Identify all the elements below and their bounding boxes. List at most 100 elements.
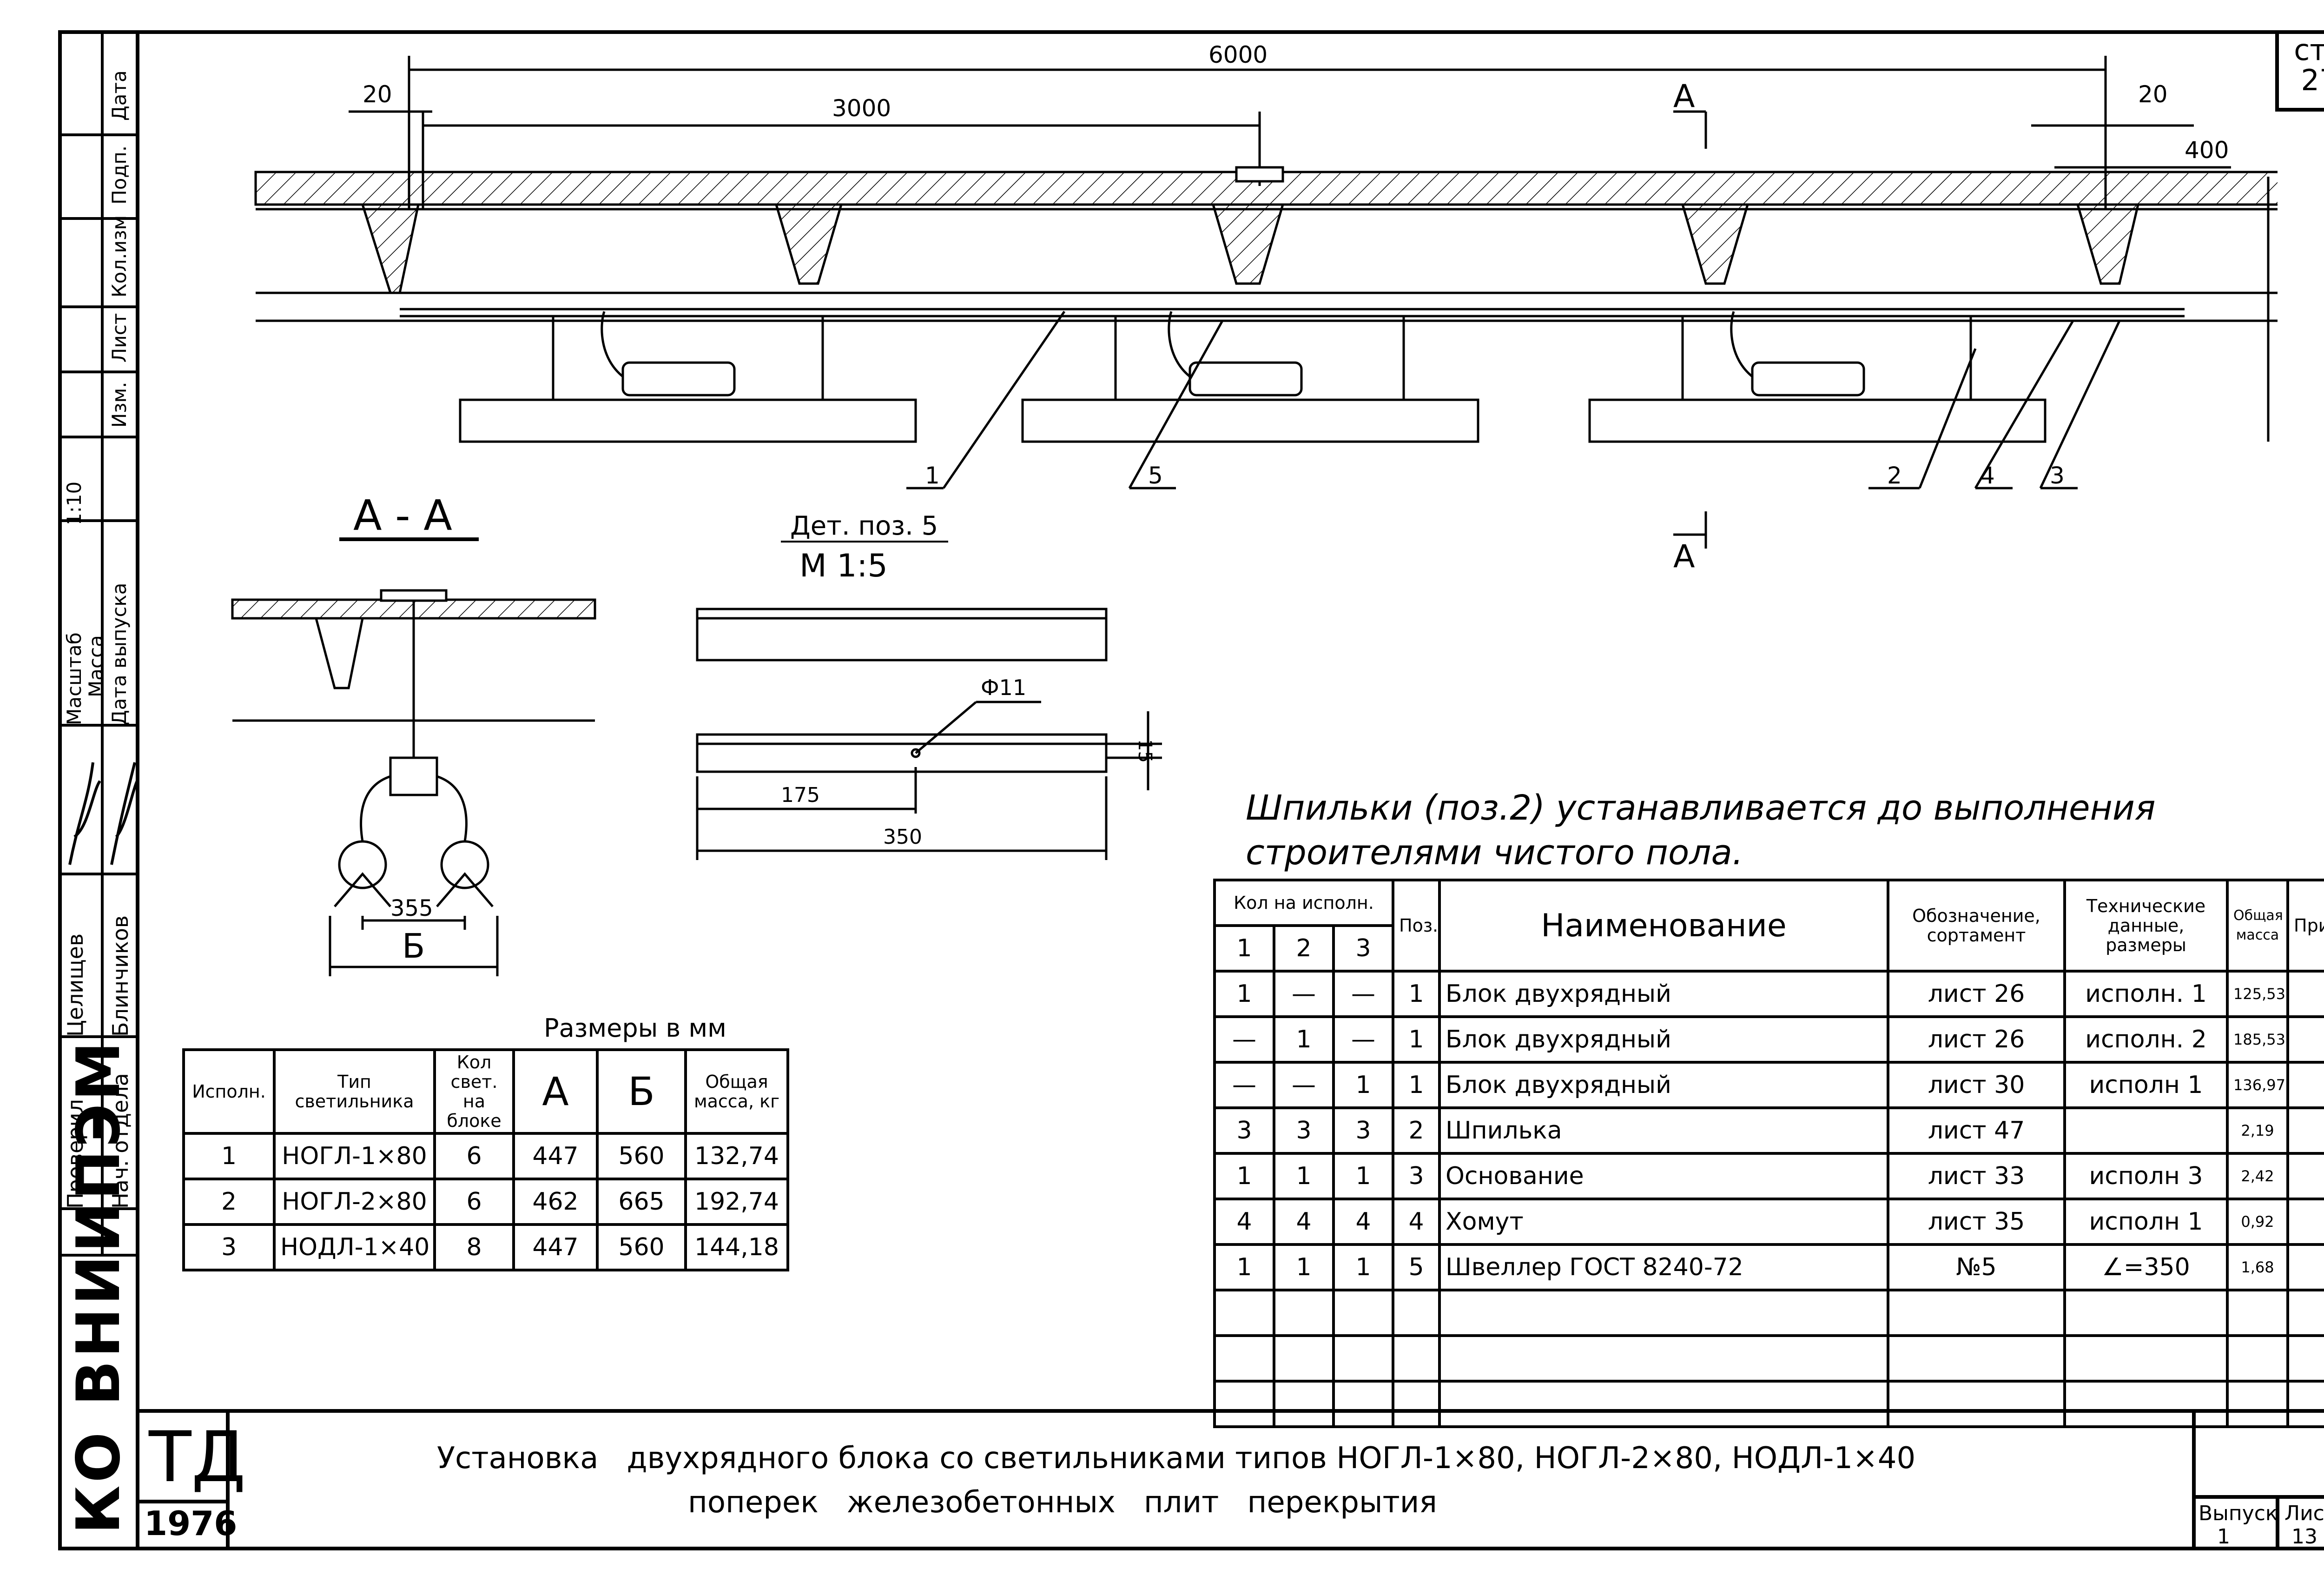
cell: исполн. 1: [2063, 970, 2229, 1018]
cell: [2286, 1106, 2324, 1155]
spec-h-pos: Поз.: [1392, 879, 1441, 973]
spec-h-note: Примечание: [2286, 879, 2324, 973]
sizes-h-B: Б: [596, 1048, 687, 1135]
cell: 560: [596, 1132, 687, 1180]
cell: лист 26: [1887, 970, 2066, 1018]
cell: 1: [1392, 1015, 1441, 1064]
dim-20-left-label: 20: [363, 81, 392, 108]
cell: исполн 1: [2063, 1061, 2229, 1109]
cell: лист 47: [1887, 1106, 2066, 1155]
cell: Шпилька: [1438, 1106, 1889, 1155]
cell: 2,42: [2226, 1152, 2289, 1200]
cell: 1: [1213, 1152, 1275, 1200]
cell: —: [1273, 970, 1335, 1018]
table-row: 1 1 1 5 Швеллер ГОСТ 8240-72 №5 ∠=350 1,…: [1213, 1243, 2324, 1291]
pos-label-3: 3: [2050, 462, 2065, 489]
cell: Блок двухрядный: [1438, 1061, 1889, 1109]
pos-label-4: 4: [1980, 462, 1995, 489]
cell: 1,68: [2226, 1243, 2289, 1291]
pos-label-1: 1: [925, 462, 940, 489]
cell: исполн 1: [2063, 1198, 2229, 1246]
detail-pos-5: Дет. поз. 5 М 1:5 Ф11 15 175 350: [696, 511, 1162, 860]
cell: 3: [182, 1223, 276, 1271]
dim-3000-label: 3000: [832, 95, 891, 122]
section-mark-top: А: [1673, 78, 1695, 115]
cell: НОГЛ-1×80: [273, 1132, 436, 1180]
cell: [2286, 1243, 2324, 1291]
cell: —: [1213, 1061, 1275, 1109]
sizes-h-type: Тип светильника: [273, 1048, 436, 1135]
cell: [2286, 1061, 2324, 1109]
cell: исполн. 2: [2063, 1015, 2229, 1064]
dim-15-label: 15: [1134, 739, 1155, 763]
sizes-h-A: А: [512, 1048, 599, 1135]
cell: НОДЛ-1×40: [273, 1223, 436, 1271]
page-number-box: стр 27: [2275, 30, 2324, 112]
note-line-1: Шпильки (поз.2) устанавливается до выпол…: [1246, 788, 2156, 828]
table-row: 3 НОДЛ-1×40 8 447 560 144,18: [182, 1223, 789, 1271]
cell: 1: [1332, 1152, 1394, 1200]
table-row: 1 НОГЛ-1×80 6 447 560 132,74: [182, 1132, 789, 1180]
drawing-title-line-2: поперек железобетонных плит перекрытия: [688, 1485, 1437, 1520]
section-title: А - А: [353, 497, 452, 540]
cell: —: [1213, 1015, 1275, 1064]
cell: 3: [1213, 1106, 1275, 1155]
issue-label: Выпуск: [2199, 1502, 2278, 1525]
cell: 192,74: [684, 1178, 789, 1226]
cell: 4: [1273, 1198, 1335, 1246]
cell: 0,92: [2226, 1198, 2289, 1246]
cell: [2286, 1152, 2324, 1200]
cell: 1: [1273, 1015, 1335, 1064]
hole-label: Ф11: [981, 675, 1026, 700]
luminaire-1: [459, 398, 917, 443]
cell: 1: [1213, 970, 1275, 1018]
cell: —: [1273, 1061, 1335, 1109]
cell: 447: [512, 1223, 599, 1271]
table-row: 3 3 3 2 Шпилька лист 47 2,19: [1213, 1106, 2324, 1155]
cell: 125,53: [2226, 970, 2289, 1018]
cell: 8: [433, 1223, 515, 1271]
section-mark-bottom: А: [1673, 538, 1695, 575]
table-row-empty: [1213, 1380, 2324, 1428]
cell: 3: [1273, 1106, 1335, 1155]
detail-title: Дет. поз. 5: [790, 511, 938, 541]
cell: 4: [1392, 1198, 1441, 1246]
cell: 1: [1332, 1243, 1394, 1291]
main-drawing: 6000 3000 20 20 400 400 А А А 1 5 2 4 3: [254, 41, 2278, 575]
sheet-label: Лист: [2284, 1502, 2324, 1525]
cell: Основание: [1438, 1152, 1889, 1200]
cell: 136,97: [2226, 1061, 2289, 1109]
sizes-h-mass: Общая масса, кг: [684, 1048, 789, 1135]
cell: 1: [1332, 1061, 1394, 1109]
table-row: 1 1 1 3 Основание лист 33 исполн 3 2,42: [1213, 1152, 2324, 1200]
binding-strip: [58, 30, 139, 1550]
spec-h-designation: Обозначение, сортамент: [1887, 879, 2066, 973]
detail-scale: М 1:5: [799, 548, 888, 584]
table-row: 4 4 4 4 Хомут лист 35 исполн 1 0,92: [1213, 1198, 2324, 1246]
cell: 447: [512, 1132, 599, 1180]
cell: 5: [1392, 1243, 1441, 1291]
cell: 4: [1332, 1198, 1394, 1246]
dim-B-label: Б: [402, 927, 425, 966]
note: Шпильки (поз.2) устанавливается до выпол…: [1246, 786, 2156, 875]
cell: Блок двухрядный: [1438, 970, 1889, 1018]
cell: 3: [1392, 1152, 1441, 1200]
note-line-2: строителями чистого пола.: [1246, 833, 1743, 873]
table-row: 1 — — 1 Блок двухрядный лист 26 исполн. …: [1213, 970, 2324, 1018]
spec-h-q1: 1: [1213, 924, 1275, 973]
dim-20-right-label: 20: [2138, 81, 2168, 108]
cell: Швеллер ГОСТ 8240-72: [1438, 1243, 1889, 1291]
cell: —: [1332, 970, 1394, 1018]
cell: лист 35: [1887, 1198, 2066, 1246]
dim-6000-label: 6000: [1208, 41, 1268, 68]
luminaire-3: [1588, 398, 2047, 443]
spec-h-qty: Кол на исполн.: [1213, 879, 1394, 927]
section-a-a: А - А 355 Б: [231, 497, 596, 976]
page-label: стр: [2294, 33, 2324, 67]
cell: [2063, 1106, 2229, 1155]
dim-400-label: 400: [2185, 137, 2229, 164]
cell: —: [1332, 1015, 1394, 1064]
spec-h-q3: 3: [1332, 924, 1394, 973]
